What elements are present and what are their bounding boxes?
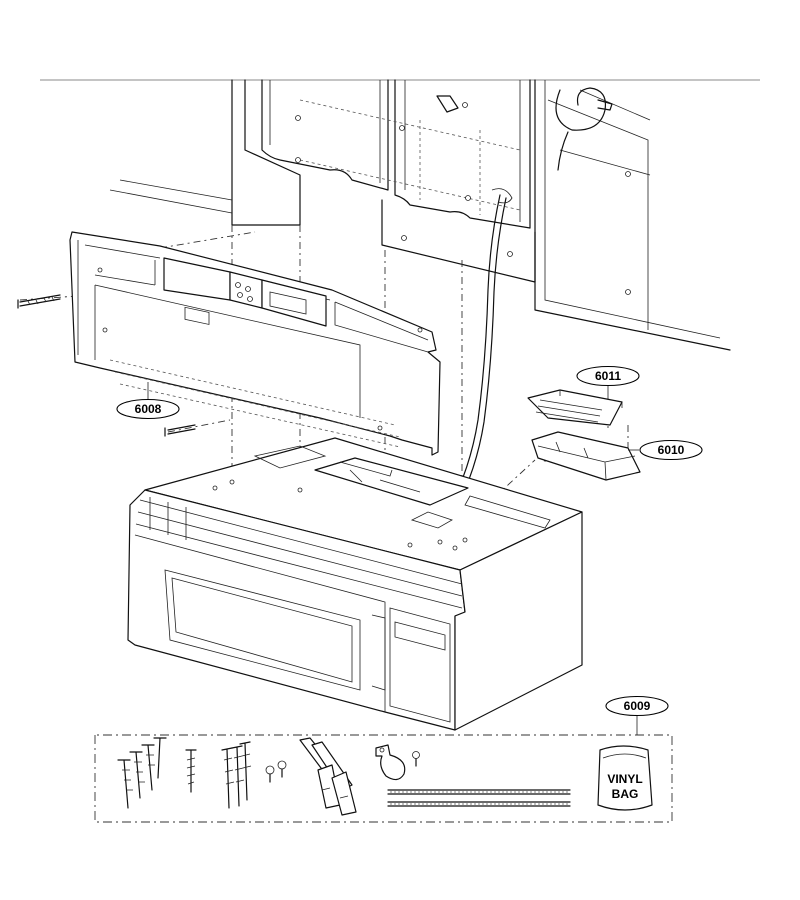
toggle-wings [299,737,357,816]
microwave-oven [127,437,583,731]
exhaust-damper [527,389,623,426]
small-screws [265,751,420,783]
callout-6009: 6009 [624,699,651,713]
lag-bolts [221,741,252,809]
callout-6011: 6011 [595,369,621,383]
callout-6010: 6010 [658,443,685,457]
hardware-kit: VINYL BAG [94,715,673,823]
callout-6008-oval [116,398,180,420]
vinyl-bag: VINYL BAG [597,745,653,811]
callouts: 6008 6011 6010 6009 [116,365,703,717]
vinyl-bag-label-line2: BAG [612,787,639,801]
plate-hole-rows [109,359,401,448]
wood-screws [185,749,197,793]
wall-and-cabinets [40,79,760,513]
callout-6010-oval [639,439,703,461]
mounting-screws [17,294,196,437]
callout-6008: 6008 [135,402,162,416]
callout-6011-oval [576,365,640,387]
filler-strips [387,789,571,807]
mounting-plate [69,231,441,456]
cable-clamp [375,744,406,781]
toggle-bolts [117,737,167,809]
damper-housing [531,431,641,481]
vinyl-bag-label-line1: VINYL [607,772,642,786]
callout-6009-oval [605,695,669,717]
